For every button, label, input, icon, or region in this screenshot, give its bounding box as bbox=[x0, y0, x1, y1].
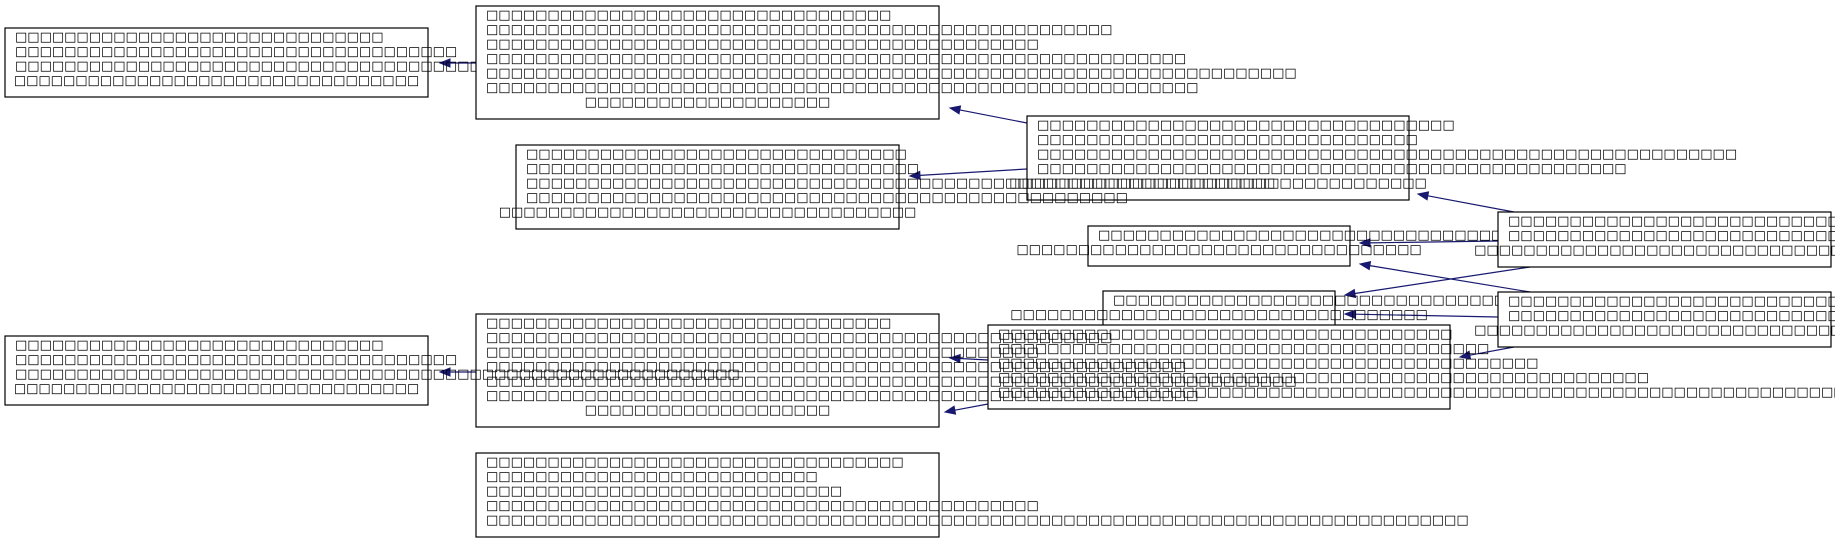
node-label-line: □□□□□□□□□□□□□□□□□□□□□□□□□□□□□□□□□ bbox=[1113, 293, 1518, 308]
edge-n7-n6 bbox=[1354, 266, 1531, 295]
edge-n3-n2 bbox=[959, 109, 1028, 124]
arrowhead-icon bbox=[948, 353, 961, 364]
node-label-line: □□□□□□□□□□□□□□□□□□□□□□□□□□□□□□□□□□□ bbox=[1098, 228, 1528, 243]
node-label-line: □□□□□□□□□□□□□□□□□□□□ bbox=[585, 403, 831, 418]
arrowhead-icon bbox=[438, 367, 451, 377]
arrowhead-icon bbox=[1343, 288, 1357, 299]
node-label-line: □□□□□□□□□□□□□□□□□□□□□□□□□□□□□□□□□□□□□□□□… bbox=[1037, 147, 1737, 162]
node-label-line: □□□□□□□□□□□□□□□□□□□□□□□□□□□□□□□□□□□□ bbox=[15, 353, 457, 368]
node-label-line: □□□□□□□□□□□□□□□□□□□□□□□□□□□□□□□□□□□□□□□□… bbox=[1508, 309, 1835, 324]
node-label-line: □□□□□□□□□□□□□□□□□□□□□□□□□□□□□□ bbox=[15, 30, 383, 45]
edge-n7-n3 bbox=[1427, 195, 1515, 213]
node-label-line: □□□□□□□□□□□□□□□□□□□□□□□□□□□□□□□□□□□□□□□□… bbox=[1037, 162, 1627, 177]
node-box bbox=[515, 144, 900, 230]
graph-node-n2[interactable]: □□□□□□□□□□□□□□□□□□□□□□□□□□□□□□□□□□□□□□□□… bbox=[475, 5, 1297, 120]
node-label-line: □□□□□□□□□□□□□□□□□□□□□□□□□□□□□□□□□□□□□□□□… bbox=[526, 176, 1275, 191]
node-label-line: □□□□□□□□□□□□□□□□□□□□□□□□□□□□□□□ bbox=[1037, 133, 1418, 148]
node-label-line: □□□□□□□□□□□□□□□□□□□□□□□□□□□□□□□□□ bbox=[486, 8, 891, 23]
edge-n8-n6 bbox=[1354, 313, 1499, 318]
node-box bbox=[475, 313, 940, 428]
node-box bbox=[987, 324, 1451, 410]
node-label-line: □□□□□□□□□□□□□□□□□□□□□□□□□□□□□□□□□□□□□□□□… bbox=[486, 374, 1297, 389]
arrowhead-icon bbox=[948, 105, 962, 115]
graph-node-n9[interactable]: □□□□□□□□□□□□□□□□□□□□□□□□□□□□□□□□□□□□□□□□… bbox=[987, 324, 1835, 410]
node-label-line: □□□□□□□□□□□□□□□□□□□□□□□□□□□□□□□□□□ bbox=[499, 205, 917, 220]
arrowhead-icon bbox=[1458, 350, 1472, 360]
arrowhead-icon bbox=[908, 170, 921, 181]
node-label-line: □□□□□□□□□□□□□□□□□□□□□□□□□□□□□□□□□□□□□ bbox=[1508, 214, 1835, 229]
node-label-line: □□□□□□□□□□□□□□□□□□□□□□□□□□□□□□□□□□□□□□□□… bbox=[998, 371, 1649, 386]
graph-node-n5[interactable]: □□□□□□□□□□□□□□□□□□□□□□□□□□□□□□□□□□□□□□□□… bbox=[1016, 225, 1528, 267]
node-box bbox=[4, 27, 429, 98]
node-label-line: □□□□□□□□□□□□□□□□□□□□□□□□□□□□□□□□□□□□□□□□… bbox=[486, 23, 1112, 38]
node-label-line: □□□□□□□□□□□□□□□□□□□□□□□□□□□□□□□□□□□□□□□□… bbox=[998, 356, 1538, 371]
node-label-line: □□□□□□□□□□□□□□□□□□□□ bbox=[585, 95, 831, 110]
node-label-line: □□□□□□□□□□□□□□□□□□□□□□□□□□□□□□□□□□ bbox=[486, 455, 904, 470]
graph-node-n4[interactable]: □□□□□□□□□□□□□□□□□□□□□□□□□□□□□□□□□□□□□□□□… bbox=[499, 144, 1276, 230]
graph-node-n7[interactable]: □□□□□□□□□□□□□□□□□□□□□□□□□□□□□□□□□□□□□□□□… bbox=[1474, 211, 1835, 268]
graph-node-n1[interactable]: □□□□□□□□□□□□□□□□□□□□□□□□□□□□□□□□□□□□□□□□… bbox=[4, 27, 740, 98]
node-box bbox=[1102, 290, 1336, 332]
graph-node-n8[interactable]: □□□□□□□□□□□□□□□□□□□□□□□□□□□□□□□□□□□□□□□□… bbox=[1474, 291, 1835, 348]
node-label-line: □□□□□□□□□□□□□□□□□□□□□□□□□□□□□□□□□□□□□□□□ bbox=[998, 342, 1489, 357]
node-label-line: □□□□□□□□□□□□□□□□□□□□□□□□□□□□□□□□□□□□□□□□… bbox=[486, 81, 1198, 96]
graph-node-n11[interactable]: □□□□□□□□□□□□□□□□□□□□□□□□□□□□□□□□□□□□□□□□… bbox=[475, 452, 1469, 538]
node-label-line: □□□□□□□□□□□□□□□□□□□□□□□□□□□□□□□□□□□□□□□□… bbox=[486, 66, 1297, 81]
arrowhead-icon bbox=[943, 405, 957, 415]
node-label-line: □□□□□□□□□□□□□□□□□□□□□□□□□□□□□□□□□□□□□□□□… bbox=[486, 37, 1039, 52]
node-label-line: □□□□□□□□□□□□□□□□□□□□□□□□□□□□□ bbox=[486, 484, 842, 499]
graph-node-n12[interactable]: □□□□□□□□□□□□□□□□□□□□□□□□□□□□□□□□□□□□□□□□… bbox=[4, 335, 740, 406]
node-box bbox=[4, 335, 429, 406]
node-label-line: □□□□□□□□□□□□□□□□□□□□□□□□□□□□□□□□□□□□□ bbox=[1508, 294, 1835, 309]
graph-node-n6[interactable]: □□□□□□□□□□□□□□□□□□□□□□□□□□□□□□□□□□□□□□□□… bbox=[1010, 290, 1518, 332]
node-label-line: □□□□□□□□□□□□□□□□□□□□□□□□□□□ bbox=[486, 470, 818, 485]
node-label-line: □□□□□□□□□□□□□□□□□□□□□□□□□□□□□□□□□□ bbox=[1010, 308, 1428, 323]
node-label-line: □□□□□□□□□□□□□□□□□□□□□□□□□□□□□□□□□□□□□□□□… bbox=[1508, 229, 1835, 244]
node-label-line: □□□□□□□□□□□□□□□□□□□□□□□□□□□□□□□□□ bbox=[14, 74, 419, 89]
edge-n9-n10 bbox=[959, 357, 989, 361]
edge-n9-n11 bbox=[954, 403, 989, 411]
node-box bbox=[475, 5, 940, 120]
edge-n7-n5 bbox=[1369, 240, 1499, 244]
node-label-line: □□□□□□□□□□□□□□□□□□□□□□□□□□□□□□□□□□□□□□□□… bbox=[15, 367, 740, 382]
node-label-line: □□□□□□□□□□□□□□□□□□□□□□□□□□□□□□□□□□□□□□□□… bbox=[486, 360, 1186, 375]
node-label-line: □□□□□□□□□□□□□□□□□□□□□□□□□□□□□□□□□□□□□□□□… bbox=[486, 389, 1198, 404]
graph-node-n3[interactable]: □□□□□□□□□□□□□□□□□□□□□□□□□□□□□□□□□□□□□□□□… bbox=[1009, 115, 1737, 201]
node-label-line: □□□□□□□□□□□□□□□□□□□□□□□□□□□□□□□□□□□□□□□□… bbox=[486, 513, 1469, 528]
node-label-line: □□□□□□□□□□□□□□□□□□□□□□□□□□□□□□□□□□□□ bbox=[15, 45, 457, 60]
arrowhead-icon bbox=[1358, 238, 1371, 248]
edge-n8-n5 bbox=[1369, 265, 1531, 293]
node-label-line: □□□□□□□□□□□□□□□□□□□□□□□□□□□□□□□□□□ bbox=[1037, 118, 1455, 133]
arrowhead-icon bbox=[1343, 309, 1356, 319]
node-label-line: □□□□□□□□□□□□□□□□□□□□□□□□□□□□□□□□□□ bbox=[1009, 176, 1427, 191]
node-label-line: □□□□□□□□□□□□□□□□□□□□□□□□□□□□□□□□□ bbox=[1016, 243, 1421, 258]
node-label-line: □□□□□□□□□□□□□□□□□□□□□□□□□□□□□□□□□□□□□□□□… bbox=[486, 499, 1039, 514]
node-label-line: □□□□□□□□□□□□□□□□□□□□□□□□□□□□□□□ bbox=[1474, 243, 1835, 258]
edge-n3-n4 bbox=[919, 168, 1028, 177]
node-box bbox=[1497, 211, 1832, 268]
node-label-line: □□□□□□□□□□□□□□□□□□□□□□□□□□□□□□□ bbox=[1474, 323, 1835, 338]
arrowhead-icon bbox=[438, 58, 451, 68]
node-box bbox=[475, 452, 940, 538]
arrowhead-icon bbox=[1358, 261, 1372, 271]
node-label-line: □□□□□□□□□□□□□□□□□□□□□□□□□□□□□□□□ bbox=[526, 162, 919, 177]
node-label-line: □□□□□□□□□□□□□□□□□□□□□□□□□□□□□□□ bbox=[526, 147, 907, 162]
node-box bbox=[1087, 225, 1351, 267]
node-label-line: □□□□□□□□□□□□□□□□□□□□□□□□□□□□□□ bbox=[15, 338, 383, 353]
node-label-line: □□□□□□□□□□□□□□□□□□□□□□□□□□□□□□□□□□□□□□□□… bbox=[486, 345, 1039, 360]
edge-n8-n9 bbox=[1469, 346, 1515, 356]
node-label-line: □□□□□□□□□□□□□□□□□□□□□□□□□□□□□□□□□□□□□□□□… bbox=[998, 385, 1835, 400]
node-label-line: □□□□□□□□□□□□□□□□□□□□□□□□□□□□□□□□□□□□□□□□… bbox=[486, 331, 1112, 346]
node-label-line: □□□□□□□□□□□□□□□□□□□□□□□□□□□□□□□□□□□□□ bbox=[998, 327, 1452, 342]
node-box bbox=[1026, 115, 1410, 201]
node-box bbox=[1497, 291, 1832, 348]
graph-node-n10[interactable]: □□□□□□□□□□□□□□□□□□□□□□□□□□□□□□□□□□□□□□□□… bbox=[475, 313, 1297, 428]
node-label-line: □□□□□□□□□□□□□□□□□□□□□□□□□□□□□□□□□ bbox=[14, 382, 419, 397]
arrowhead-icon bbox=[1416, 191, 1430, 201]
node-label-line: □□□□□□□□□□□□□□□□□□□□□□□□□□□□□□□□□ bbox=[486, 316, 891, 331]
node-label-line: □□□□□□□□□□□□□□□□□□□□□□□□□□□□□□□□□□□□□□□□… bbox=[486, 52, 1186, 67]
node-label-line: □□□□□□□□□□□□□□□□□□□□□□□□□□□□□□□□□□□□□□□□… bbox=[526, 191, 1128, 206]
